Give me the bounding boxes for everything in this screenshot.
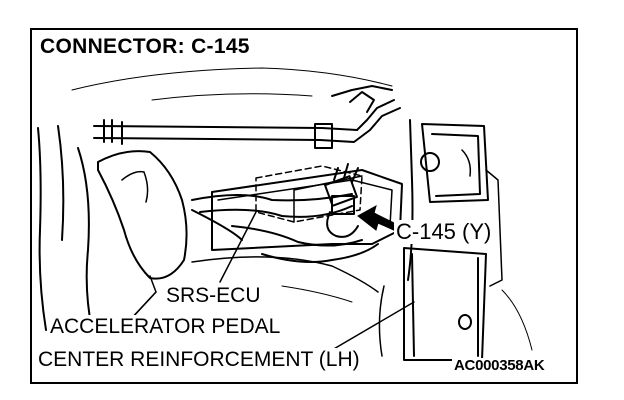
srs-ecu-label: SRS-ECU bbox=[166, 284, 261, 307]
left-structure bbox=[37, 125, 93, 331]
reinforcement-leader bbox=[331, 301, 415, 351]
dashboard-contour bbox=[71, 67, 393, 91]
diagram-title: CONNECTOR: C-145 bbox=[40, 35, 250, 58]
connector-c145-label: C-145 (Y) bbox=[394, 219, 494, 244]
floor-contour bbox=[191, 256, 379, 293]
center-reinforcement bbox=[378, 169, 503, 361]
right-side-bracket bbox=[407, 119, 489, 281]
srs-ecu-leader bbox=[219, 211, 257, 283]
center-reinforcement-label: CENTER REINFORCEMENT (LH) bbox=[36, 348, 362, 371]
c145-connector bbox=[324, 163, 359, 238]
wire-bundle bbox=[191, 193, 379, 263]
connector-bracket bbox=[211, 169, 403, 251]
diagram-frame: CONNECTOR: C-145 C-145 (Y) SRS-ECU ACCEL… bbox=[30, 28, 578, 384]
harness-tube bbox=[93, 85, 401, 149]
accelerator-pedal-label: ACCELERATOR PEDAL bbox=[48, 315, 283, 338]
figure-code: AC000358AK bbox=[452, 357, 547, 374]
vehicle-interior-illustration bbox=[37, 67, 533, 361]
